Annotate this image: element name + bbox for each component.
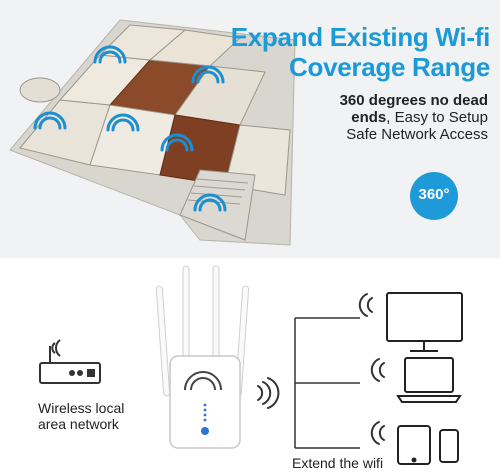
badge-360-icon: 360° <box>410 172 458 220</box>
tablet-icon <box>397 425 431 465</box>
connection-diagram <box>39 265 463 465</box>
hero-title-line1: Expand Existing Wi-fi <box>230 22 491 52</box>
subtitle-line3: Safe Network Access <box>346 126 488 143</box>
subtitle-setup: , Easy to Setup <box>386 109 488 126</box>
subtitle-bold: 360 degrees no dead <box>339 92 488 109</box>
extender-device <box>169 355 241 449</box>
laptop-icon <box>396 357 462 403</box>
diagram-panel: Wireless local area network Extend the w… <box>0 258 500 473</box>
router-icon <box>39 339 101 384</box>
hero-subtitle: 360 degrees no dead ends, Easy to Setup … <box>288 92 488 143</box>
extend-caption: Extend the wifi <box>292 455 383 471</box>
router-caption: Wireless local area network <box>38 400 124 432</box>
hero-title-line2: Coverage Range <box>289 52 490 82</box>
monitor-icon <box>386 292 463 352</box>
hero-title: Expand Existing Wi-fi Coverage Range <box>210 22 491 82</box>
subtitle-ends: ends <box>351 109 387 126</box>
phone-icon <box>439 429 459 463</box>
router-caption-line2: area network <box>38 416 119 432</box>
router-caption-line1: Wireless local <box>38 400 125 416</box>
extend-caption-text: Extend the wifi <box>292 455 384 471</box>
floor-plan-illustration <box>9 19 296 246</box>
hero-panel: Expand Existing Wi-fi Coverage Range 360… <box>0 0 500 258</box>
badge-360-label: 360° <box>418 186 450 203</box>
